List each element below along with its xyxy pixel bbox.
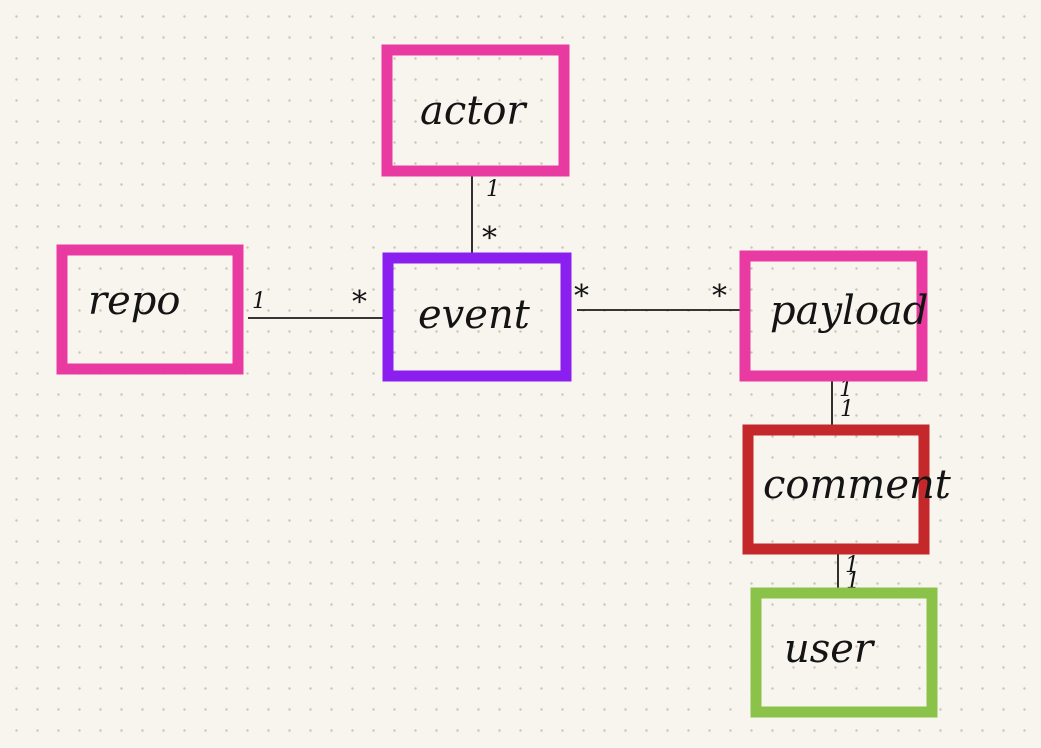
- entity-user-label: user: [784, 626, 876, 672]
- entity-payload-box: [739, 250, 928, 382]
- mult-event-left-end: *: [352, 285, 367, 320]
- entity-actor-box: [381, 44, 570, 177]
- entity-event-label: event: [418, 292, 531, 338]
- entity-event-box: [382, 252, 572, 382]
- entity-payload-label: payload: [770, 288, 928, 334]
- mult-event-right-end: *: [574, 279, 589, 314]
- entity-event: event: [382, 252, 572, 382]
- entity-comment-box: [742, 424, 930, 555]
- entity-repo: repo: [56, 244, 244, 375]
- entity-actor: actor: [381, 44, 570, 177]
- entity-actor-label: actor: [420, 88, 528, 134]
- mult-payload-bottom-end: 1: [839, 377, 853, 402]
- mult-repo-end: 1: [252, 289, 266, 314]
- mult-actor-end: 1: [486, 177, 500, 202]
- entity-user-box: [750, 587, 938, 718]
- mult-comment-bottom-end: 1: [845, 553, 859, 578]
- mult-payload-left-end: *: [712, 279, 727, 314]
- mult-event-top-end: *: [482, 221, 497, 256]
- entity-user: user: [750, 587, 938, 718]
- entity-repo-label: repo: [88, 278, 180, 324]
- entity-comment-label: comment: [763, 462, 952, 508]
- mult-comment-top-end: 1: [840, 397, 854, 422]
- entity-payload: payload: [739, 250, 928, 382]
- entity-repo-box: [56, 244, 244, 375]
- entity-comment: comment: [742, 424, 952, 555]
